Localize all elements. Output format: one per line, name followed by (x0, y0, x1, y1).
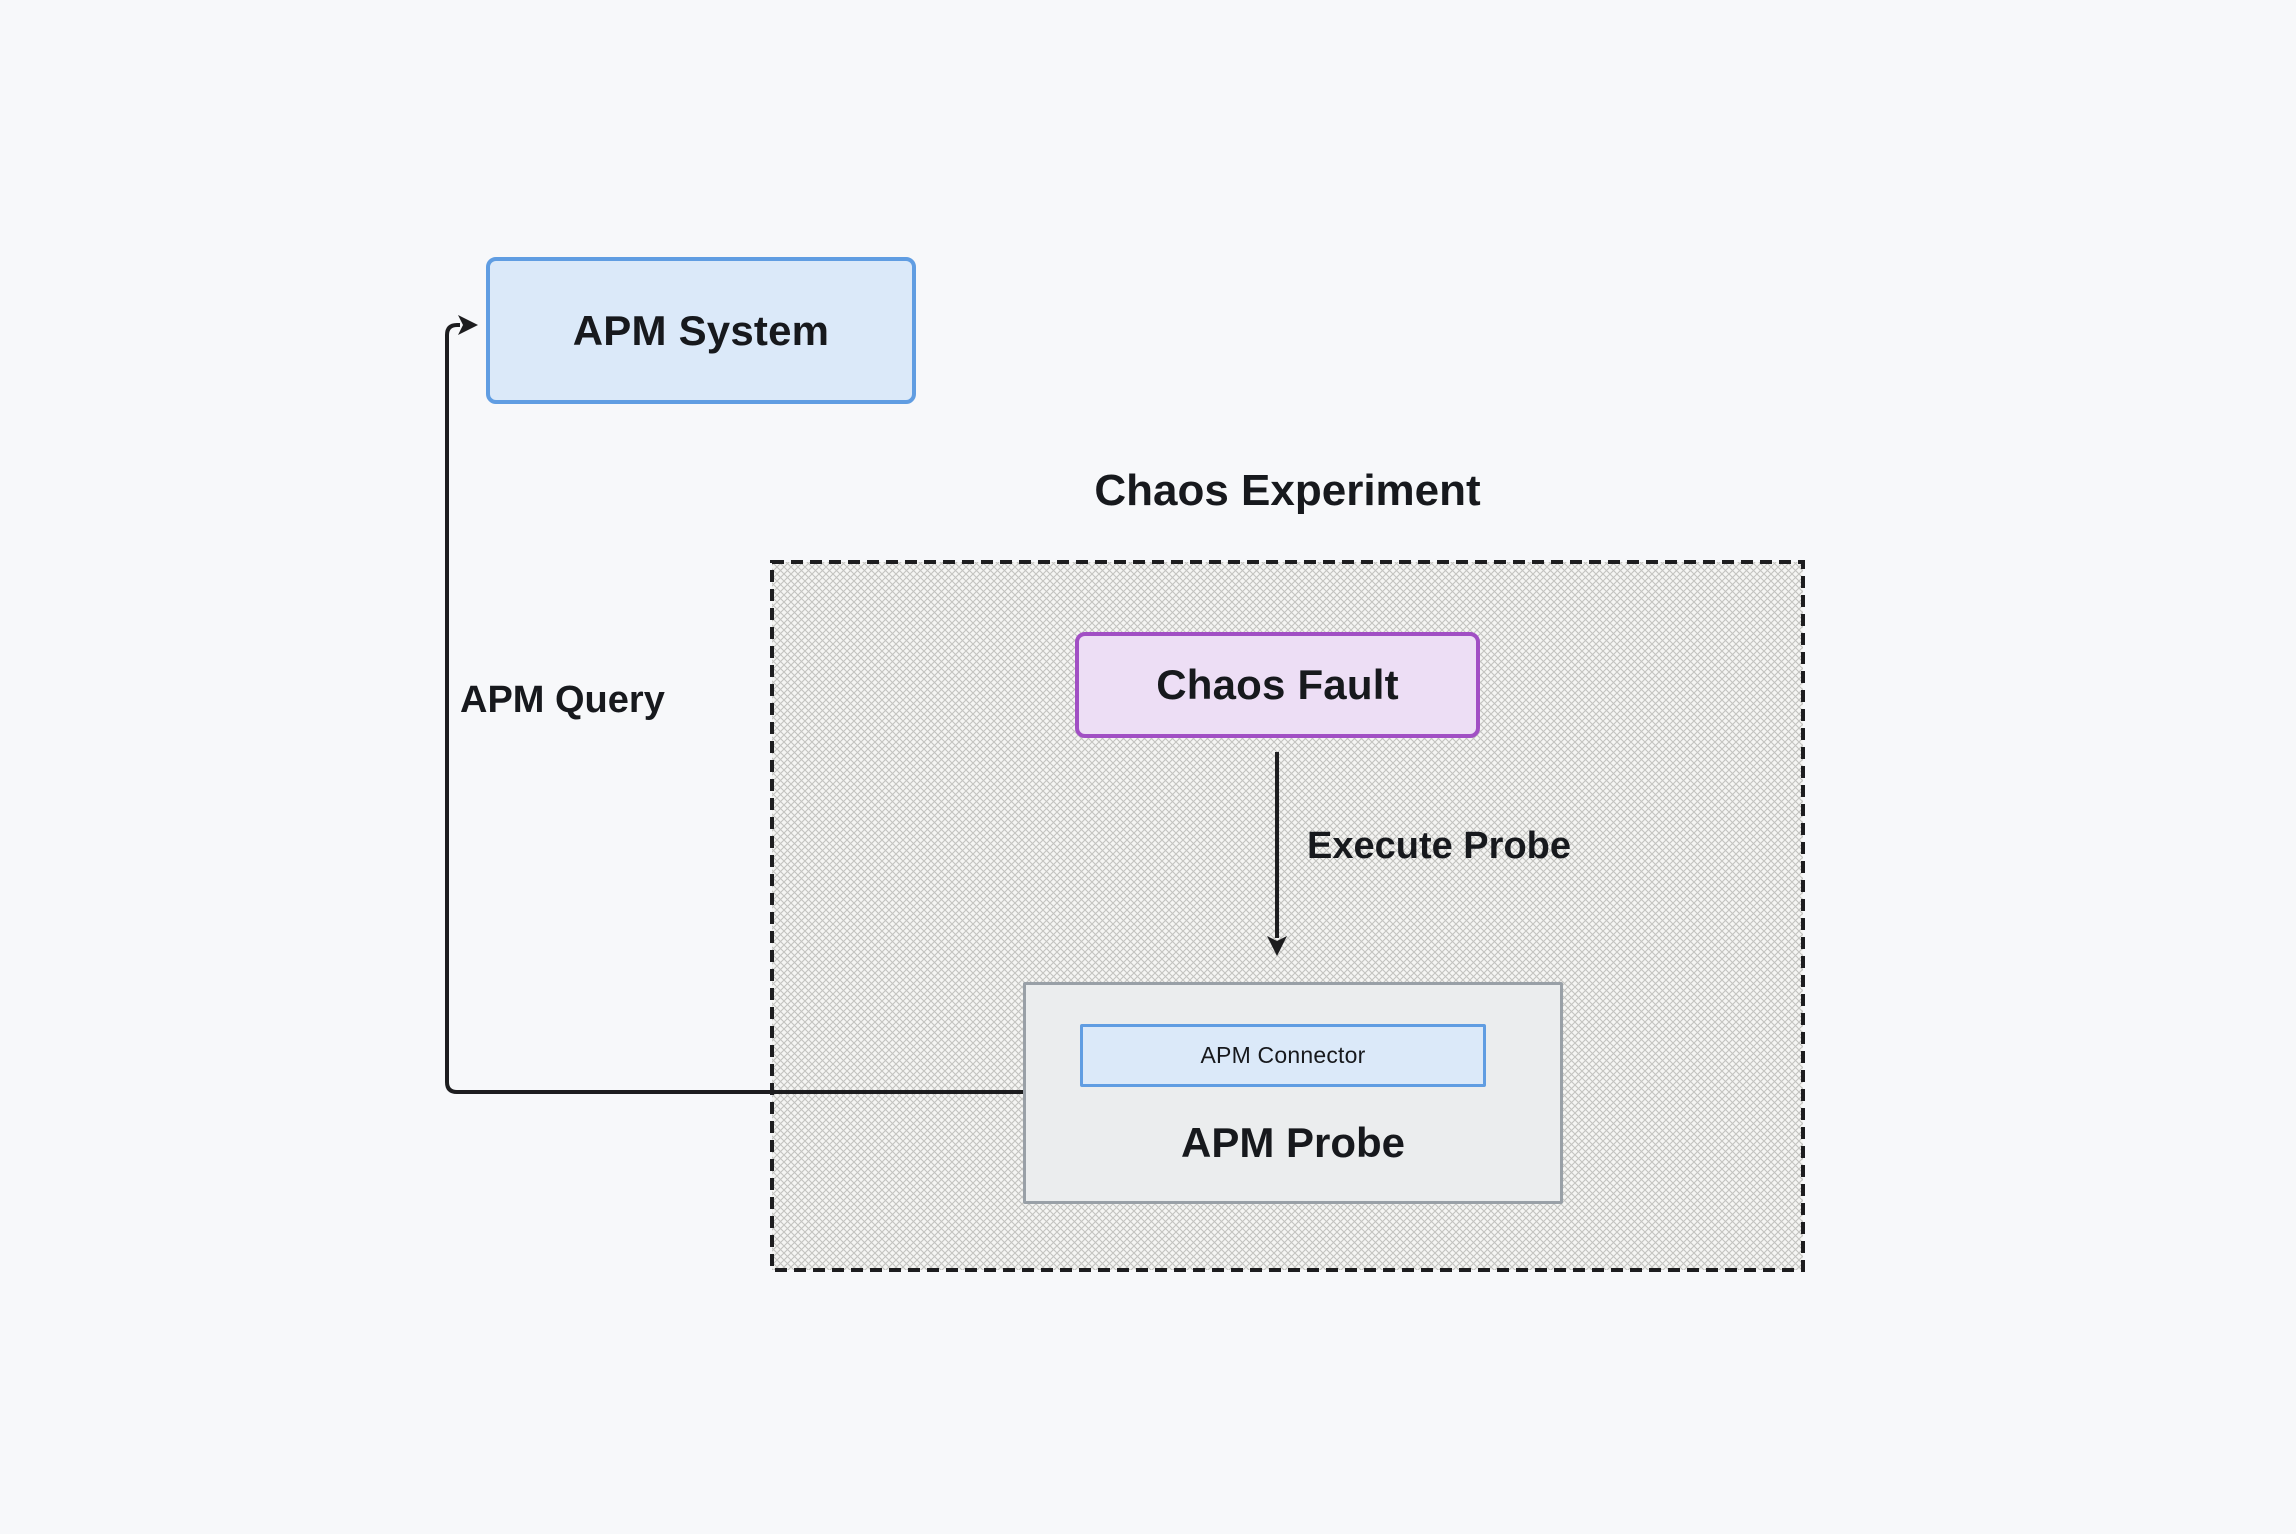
chaos-fault-label: Chaos Fault (1156, 661, 1399, 708)
execute-probe-edge-label: Execute Probe (1307, 825, 1571, 867)
apm-probe-node: APM Connector APM Probe (1023, 982, 1563, 1204)
chaos-fault-node: Chaos Fault (1075, 632, 1480, 738)
apm-probe-label: APM Probe (1180, 1119, 1406, 1166)
apm-system-label: APM System (572, 306, 830, 354)
apm-connector-node: APM Connector (1080, 1024, 1486, 1087)
apm-system-node: APM System (486, 257, 916, 404)
apm-connector-label: APM Connector (1200, 1042, 1366, 1068)
apm-query-edge-label: APM Query (460, 679, 665, 721)
chaos-experiment-title: Chaos Experiment (1094, 466, 1481, 515)
